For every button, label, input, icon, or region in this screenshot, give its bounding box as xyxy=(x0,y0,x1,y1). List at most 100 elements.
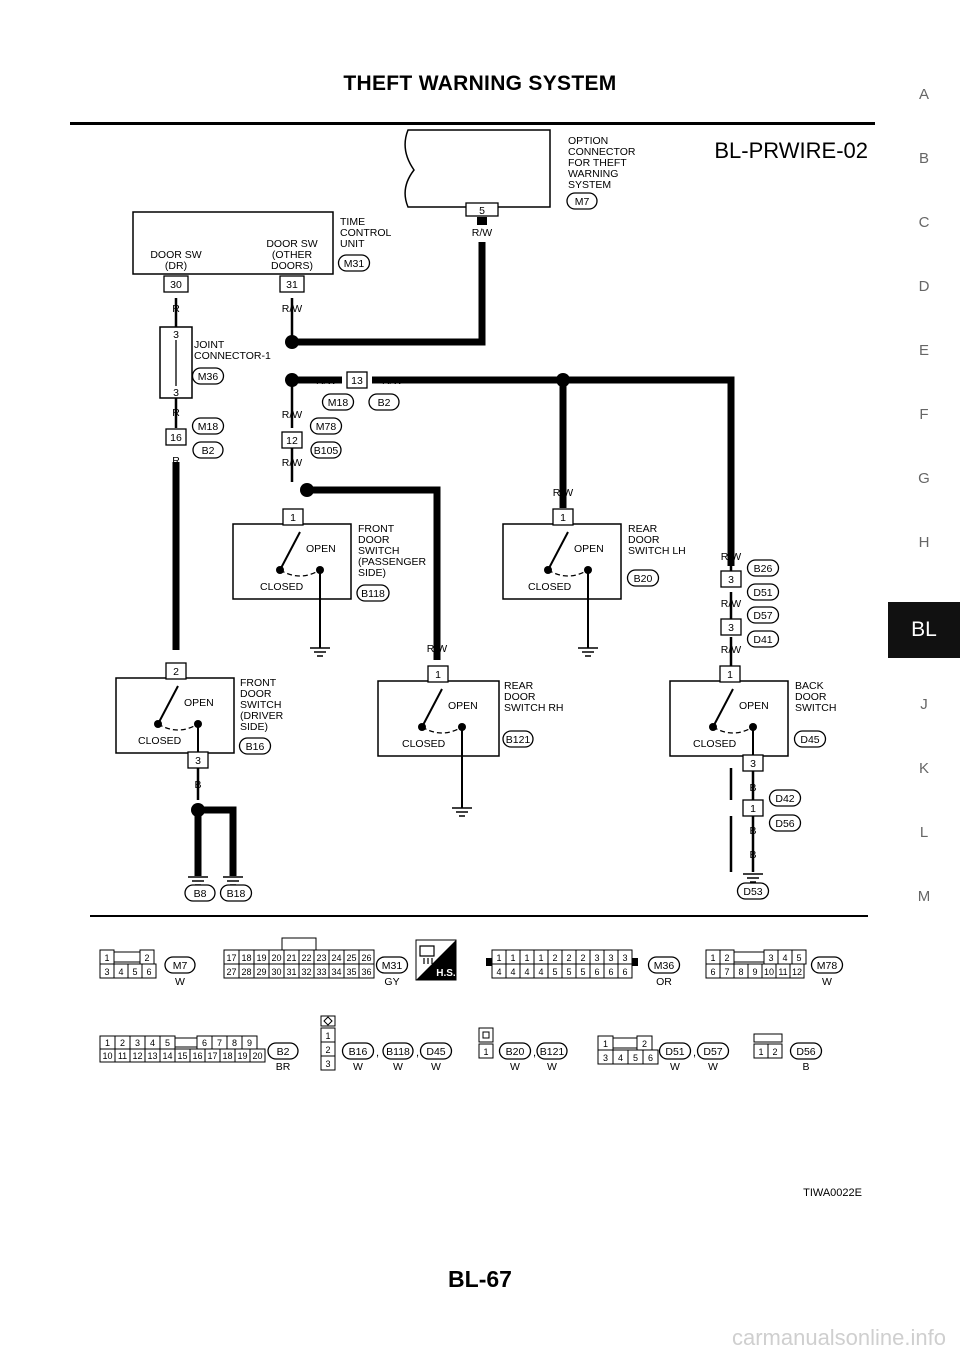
side-index-c[interactable]: C xyxy=(918,214,930,231)
cv-d56-pins-cell xyxy=(767,1043,783,1059)
cv-m78-bottom-pin: 12 xyxy=(792,967,802,977)
back-door-switch-label-line: SWITCH xyxy=(795,702,836,714)
cv-b16-tag: D45 xyxy=(426,1046,445,1058)
conn-b2-a-oval xyxy=(368,393,400,411)
conn-d57-oval xyxy=(746,606,780,624)
conn-d51: D51 xyxy=(753,587,772,599)
cv-b16-color: W xyxy=(393,1061,403,1073)
conn-d53-oval xyxy=(736,882,770,900)
cv-m78-top2-pin: 4 xyxy=(782,953,787,963)
cv-hs-connector-icon xyxy=(419,945,435,964)
front-door-switch-passenger-pin: 1 xyxy=(290,512,296,524)
cv-m36-bottom-pin: 5 xyxy=(566,967,571,977)
cv-d56-color: B xyxy=(802,1061,809,1073)
cv-b20-color: W xyxy=(510,1061,520,1073)
cv-d51-top-pin: 1 xyxy=(603,1039,608,1049)
inline16-pin: 16 xyxy=(170,432,182,444)
front-door-switch-passenger-label-line: (PASSENGER xyxy=(358,556,426,568)
cv-d56-tag: D56 xyxy=(796,1046,815,1058)
back-door-pin-bottom: 3 xyxy=(750,758,756,770)
option-connector-label-line: SYSTEM xyxy=(568,179,611,191)
cv-m31-tag: M31 xyxy=(382,960,403,972)
cv-d51-tag: D57 xyxy=(703,1046,722,1058)
tcu-pin31-box xyxy=(279,275,305,293)
back-ground-wire-label: B xyxy=(749,849,756,861)
inline12-pin: 12 xyxy=(286,435,298,447)
cv-b16-tag: B118 xyxy=(386,1046,410,1058)
cv-d51-bottom-pin: 5 xyxy=(633,1053,638,1063)
cv-m78-bottom-pin: 6 xyxy=(710,967,715,977)
cv-b2-top-pin: 1 xyxy=(105,1038,110,1048)
inline1-pin-box xyxy=(742,799,764,817)
side-index-a[interactable]: A xyxy=(918,86,929,103)
inline3a-pin: 3 xyxy=(728,574,734,586)
splice-rw-bus xyxy=(285,373,299,387)
front-door-switch-driver-label-line: FRONT xyxy=(240,677,277,689)
side-index-b[interactable]: B xyxy=(918,150,929,167)
rear-door-switch-rh-lever xyxy=(421,688,443,728)
inline3b-pin: 3 xyxy=(728,622,734,634)
rear-door-switch-lh-dash-arc xyxy=(547,569,589,577)
cv-m7-color: W xyxy=(175,976,185,988)
cv-m36-bottom-pin: 6 xyxy=(622,967,627,977)
back-door-switch-open-label: OPEN xyxy=(739,700,769,712)
cv-m7-top2-pin: 2 xyxy=(144,953,149,963)
conn-d53: D53 xyxy=(743,886,762,898)
cv-b2-bottom-pin: 20 xyxy=(252,1051,262,1061)
inline3b-wire-bottom: R/W xyxy=(721,644,742,656)
inline12-wire-bottom: R/W xyxy=(282,457,303,469)
conn-d45-oval xyxy=(793,730,827,748)
option-wire-color: R/W xyxy=(472,227,493,239)
cv-b2-color: BR xyxy=(276,1061,291,1073)
rear-door-switch-lh-box xyxy=(502,523,622,600)
back-door-switch-closed-label: CLOSED xyxy=(693,738,737,750)
cv-m36-top-pin: 3 xyxy=(608,953,613,963)
cv-m36-top-pin: 3 xyxy=(594,953,599,963)
tcu-label-line: CONTROL xyxy=(340,227,391,239)
cv-d56-pins-pin: 1 xyxy=(758,1047,763,1057)
side-index-d[interactable]: D xyxy=(918,278,930,295)
cv-m78-tag: M78 xyxy=(817,960,838,972)
front-door-switch-driver-label-line: DOOR xyxy=(240,688,272,700)
page-title: THEFT WARNING SYSTEM xyxy=(343,72,617,95)
cv-m36-top-pin: 2 xyxy=(580,953,585,963)
cv-m31-top-pin: 21 xyxy=(286,953,296,963)
cv-m7-bottom-pin: 6 xyxy=(146,967,151,977)
inline1-wire-bottom: B xyxy=(749,825,756,837)
side-index-f[interactable]: F xyxy=(919,406,929,423)
cv-b2-top-pin: 4 xyxy=(150,1038,155,1048)
conn-m36-oval xyxy=(191,367,225,385)
conn-b118: B118 xyxy=(361,588,385,600)
cv-m31-top-pin: 18 xyxy=(241,953,251,963)
cv-b16-color: W xyxy=(353,1061,363,1073)
option-pin-stub xyxy=(477,217,487,225)
side-index-g[interactable]: G xyxy=(918,470,930,487)
inline13-wire-left: R/W xyxy=(316,375,337,387)
conn-m31: M31 xyxy=(344,258,365,270)
side-index-k[interactable]: K xyxy=(918,760,929,777)
side-index-h[interactable]: H xyxy=(918,534,930,551)
inline3b-pin-box xyxy=(720,618,742,636)
cv-m31-tag-oval xyxy=(375,956,409,974)
cv-m36-bottom-pin: 5 xyxy=(552,967,557,977)
side-index-e[interactable]: E xyxy=(918,342,929,359)
side-index-j[interactable]: J xyxy=(920,696,928,713)
option-pin-box xyxy=(465,202,499,217)
conn-b26-oval xyxy=(746,559,780,577)
inline3a-pin-box xyxy=(720,570,742,588)
time-control-unit-box xyxy=(132,211,334,275)
conn-d42-oval xyxy=(768,789,802,807)
side-index-bl[interactable]: BL xyxy=(888,602,960,658)
tcu-left-text-line: DOOR SW xyxy=(150,249,201,261)
cv-m36-key-left xyxy=(486,958,492,966)
cv-m31-bottom-pin: 28 xyxy=(241,967,251,977)
tcu-pin31: 31 xyxy=(286,279,298,291)
splice-ground xyxy=(191,803,205,817)
cv-d51-bottom-pin: 3 xyxy=(603,1053,608,1063)
cv-m7-bottom-pin: 4 xyxy=(118,967,123,977)
cv-m31-top-pin: 23 xyxy=(316,953,326,963)
side-index-l[interactable]: L xyxy=(919,824,929,841)
conn-b2-b-oval xyxy=(192,441,224,459)
diagram-code: BL-PRWIRE-02 xyxy=(714,138,868,163)
side-index-m[interactable]: M xyxy=(917,888,931,905)
